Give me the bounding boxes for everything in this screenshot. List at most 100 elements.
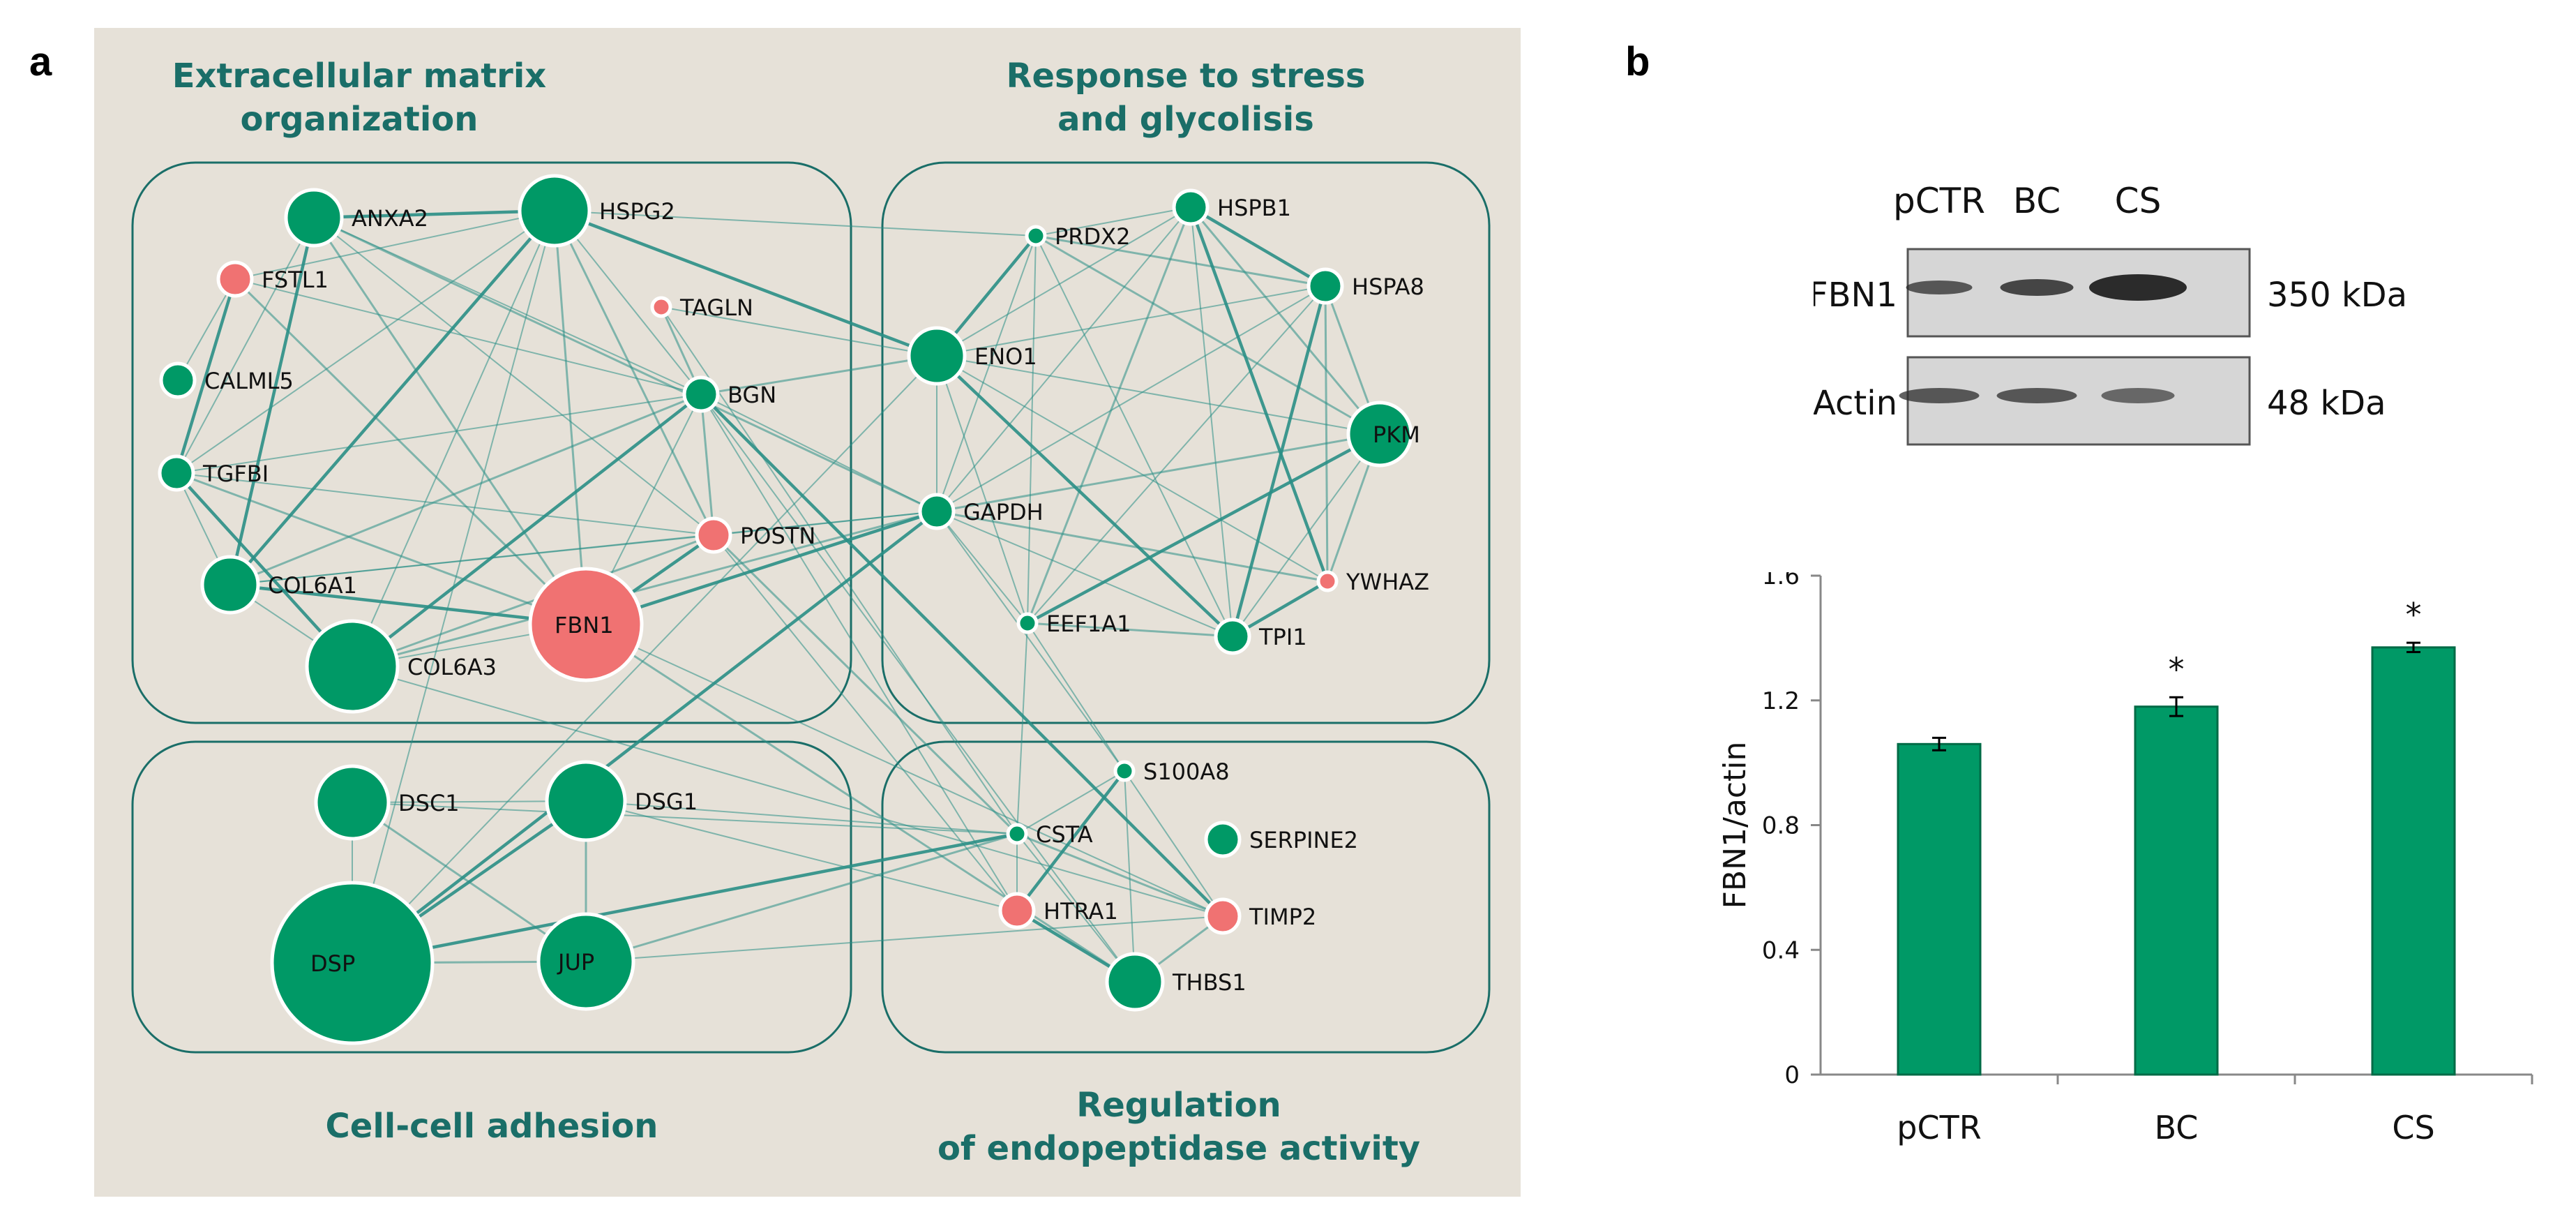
node-timp2: TIMP2 bbox=[1204, 897, 1316, 935]
blot-band-fbn1-bc bbox=[2000, 279, 2074, 296]
node-circle-postn bbox=[695, 516, 732, 554]
edge-HSPA8-YWHAZ bbox=[1324, 285, 1329, 582]
node-label-jup: JUP bbox=[557, 949, 594, 975]
node-label-serpine2: SERPINE2 bbox=[1249, 827, 1358, 853]
panel-a-letter: a bbox=[29, 39, 52, 84]
edge-HSPA8-TPI1 bbox=[1230, 285, 1327, 637]
blot-band-actin-bc bbox=[1996, 388, 2077, 403]
blot-band-actin-cs bbox=[2101, 388, 2175, 403]
y-tick-label-1: 0.4 bbox=[1762, 936, 1800, 964]
node-circle-bgn bbox=[682, 375, 720, 413]
node-label-fstl1: FSTL1 bbox=[262, 267, 329, 293]
node-eef1a1: EEF1A1 bbox=[1016, 611, 1131, 637]
node-label-csta: CSTA bbox=[1036, 821, 1093, 848]
edge-TGFBI-POSTN bbox=[176, 472, 714, 536]
edge-HSPB1-ENO1 bbox=[936, 207, 1191, 357]
edge-S100A8-HTRA1 bbox=[1016, 770, 1126, 912]
node-label-thbs1: THBS1 bbox=[1172, 969, 1246, 996]
blot-lane-bc: BC bbox=[2013, 181, 2061, 221]
node-label-ywhaz: YWHAZ bbox=[1346, 569, 1429, 595]
edge-PKM-EEF1A1 bbox=[1026, 433, 1381, 625]
edge-HSPG2-PRDX2 bbox=[554, 210, 1037, 237]
node-circle-s100a8 bbox=[1113, 760, 1136, 782]
node-hspg2: HSPG2 bbox=[518, 174, 675, 248]
node-calml5: CALML5 bbox=[159, 361, 294, 399]
edge-FSTL1-BGN bbox=[234, 278, 702, 395]
edge-PRDX2-HSPB1 bbox=[1035, 207, 1191, 237]
node-circle-col6a3 bbox=[305, 619, 400, 714]
edge-ENO1-PKM bbox=[936, 355, 1380, 435]
node-label-postn: POSTN bbox=[740, 523, 815, 549]
edge-COL6A1-GAPDH bbox=[229, 511, 937, 585]
node-tpi1: TPI1 bbox=[1214, 618, 1307, 655]
blot-lane-cs: CS bbox=[2115, 181, 2162, 221]
edge-HSPG2-TGFBI bbox=[176, 210, 555, 474]
edge-BGN-POSTN bbox=[700, 394, 715, 536]
node-label-dsp: DSP bbox=[310, 950, 355, 977]
edge-TAGLN-ENO1 bbox=[661, 306, 937, 357]
x-tick-label-bc: BC bbox=[2155, 1109, 2199, 1146]
edge-BGN-THBS1 bbox=[700, 394, 1136, 982]
edge-COL6A3-TIMP2 bbox=[352, 666, 1223, 917]
node-csta: CSTA bbox=[1006, 821, 1093, 848]
node-label-eef1a1: EEF1A1 bbox=[1046, 611, 1131, 637]
edge-HSPB1-HSPA8 bbox=[1189, 206, 1327, 287]
node-fstl1: FSTL1 bbox=[216, 260, 329, 298]
node-gapdh: GAPDH bbox=[918, 493, 1044, 530]
edge-GAPDH-DSP bbox=[351, 510, 938, 964]
node-label-htra1: HTRA1 bbox=[1044, 898, 1118, 925]
edge-FSTL1-FBN1 bbox=[234, 278, 587, 626]
node-pkm: PKM bbox=[1346, 401, 1420, 468]
y-tick-label-4: 1.6 bbox=[1762, 572, 1800, 590]
node-circle-col6a1 bbox=[200, 555, 260, 615]
edge-HSPG2-ENO1 bbox=[554, 209, 937, 358]
bar-bc bbox=[2134, 705, 2219, 1076]
edge-FBN1-THBS1 bbox=[585, 623, 1136, 983]
group-title-endo: of endopeptidase activity bbox=[937, 1129, 1420, 1168]
node-dsc1: DSC1 bbox=[314, 764, 460, 841]
edge-JUP-TIMP2 bbox=[585, 915, 1223, 962]
edge-COL6A3-GAPDH bbox=[352, 510, 937, 668]
edge-ENO1-EEF1A1 bbox=[936, 355, 1028, 624]
edge-PRDX2-GAPDH bbox=[936, 235, 1037, 512]
edge-BGN-COL6A3 bbox=[351, 393, 702, 668]
edge-HSPG2-FBN1 bbox=[553, 210, 587, 625]
node-anxa2: ANXA2 bbox=[284, 188, 428, 248]
edge-HSPB1-PKM bbox=[1189, 207, 1381, 435]
edge-TGFBI-FBN1 bbox=[176, 472, 587, 626]
group-title-stress: Response to stress bbox=[1007, 57, 1366, 96]
node-serpine2: SERPINE2 bbox=[1204, 821, 1358, 858]
edge-EEF1A1-S100A8 bbox=[1027, 622, 1125, 772]
edge-TIMP2-S100A8 bbox=[1124, 770, 1223, 917]
node-thbs1: THBS1 bbox=[1105, 952, 1246, 1012]
node-label-timp2: TIMP2 bbox=[1249, 904, 1316, 930]
node-circle-hspg2 bbox=[518, 174, 592, 248]
blot-band-actin-pctr bbox=[1899, 388, 1980, 403]
edge-ANXA2-POSTN bbox=[313, 217, 714, 536]
node-htra1: HTRA1 bbox=[998, 892, 1118, 929]
node-label-fbn1: FBN1 bbox=[555, 612, 614, 638]
edge-POSTN-COL6A3 bbox=[352, 534, 714, 668]
edge-BGN-TGFBI bbox=[176, 394, 702, 474]
edge-HSPA8-EEF1A1 bbox=[1027, 285, 1326, 624]
edge-TAGLN-CSTA bbox=[661, 306, 1018, 835]
node-circle-htra1 bbox=[998, 892, 1036, 929]
y-axis-label: FBN1/actin bbox=[1717, 742, 1753, 909]
group-title-adhesion: Cell-cell adhesion bbox=[326, 1107, 658, 1146]
edge-HSPG2-POSTN bbox=[553, 210, 715, 536]
edge-FBN1-TIMP2 bbox=[585, 624, 1223, 917]
edge-DSG1-CSTA bbox=[585, 800, 1018, 835]
node-ywhaz: YWHAZ bbox=[1316, 569, 1429, 595]
edge-PKM-GAPDH bbox=[936, 433, 1380, 513]
node-tgfbi: TGFBI bbox=[158, 454, 269, 492]
node-label-hspb1: HSPB1 bbox=[1217, 195, 1291, 221]
node-prdx2: PRDX2 bbox=[1025, 223, 1130, 250]
edge-CSTA-TIMP2 bbox=[1016, 832, 1223, 918]
edge-ANXA2-HSPG2 bbox=[313, 209, 555, 220]
edge-FBN1-GAPDH bbox=[585, 509, 937, 627]
blot-row-label-fbn1: FBN1 bbox=[1814, 276, 1897, 315]
node-label-eno1: ENO1 bbox=[974, 343, 1037, 370]
group-title-stress: and glycolisis bbox=[1057, 100, 1314, 139]
node-circle-eef1a1 bbox=[1016, 612, 1039, 634]
node-circle-fstl1 bbox=[216, 260, 254, 298]
